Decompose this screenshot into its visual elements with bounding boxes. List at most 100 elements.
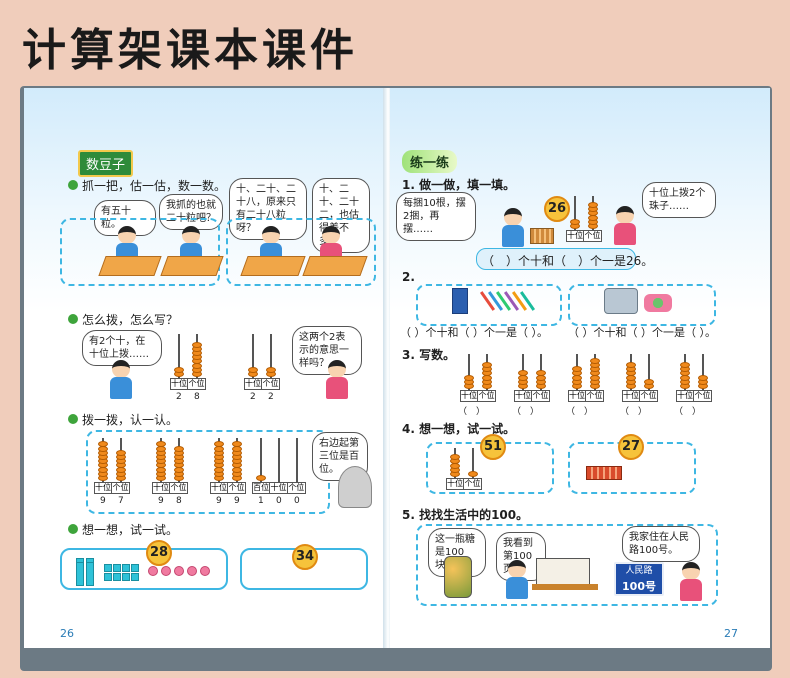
counter-dot xyxy=(148,566,158,576)
answer-line: （ ）个十和（ ）个一是（ ）。 xyxy=(568,326,716,339)
place-value-label: 十位 xyxy=(677,391,694,401)
question-4: 想一想，试一试。 xyxy=(82,523,179,537)
table xyxy=(532,584,598,590)
abacus-bead xyxy=(468,471,478,477)
abacus-bead xyxy=(214,441,224,448)
abacus-bead xyxy=(116,449,126,456)
abacus-digit: 8 xyxy=(176,496,182,506)
abacus-bead xyxy=(518,370,528,377)
answer-blank: （ ） xyxy=(512,407,540,417)
abacus-bead xyxy=(536,370,546,377)
abacus-digit: 9 xyxy=(216,496,222,506)
counter-dot xyxy=(161,566,171,576)
counter-dot xyxy=(174,566,184,576)
abacus-base: 十位个位 xyxy=(210,482,246,494)
abacus-base: 十位个位 xyxy=(514,390,550,402)
place-value-label: 十位 xyxy=(623,391,640,401)
answer-blank: （ ） xyxy=(620,407,648,417)
place-value-label: 十位 xyxy=(515,391,532,401)
candies xyxy=(644,294,672,312)
section-tag: 数豆子 xyxy=(78,150,134,177)
street-sign-name: 人民路 xyxy=(625,566,653,576)
bullet-icon xyxy=(68,414,78,424)
desk xyxy=(98,256,162,276)
unit-block xyxy=(122,564,130,572)
book-spine xyxy=(383,88,393,648)
scene-frame xyxy=(60,218,220,286)
exercise-2: 2. xyxy=(402,270,415,284)
abacus-bead xyxy=(232,441,242,448)
unit-block xyxy=(113,564,121,572)
speech-bubble: 这两个2表示的意思一样吗？ xyxy=(292,326,362,375)
abacus-base: 十位个位 xyxy=(152,482,188,494)
picture-frame xyxy=(416,284,562,326)
speech-bubble: 每捆10根，摆2捆，再摆…… xyxy=(396,192,476,241)
abacus-digit: 7 xyxy=(118,496,124,506)
counter-dot xyxy=(187,566,197,576)
abacus-digit: 2 xyxy=(176,392,182,402)
place-value-label: 个位 xyxy=(262,379,279,388)
abacus-digit: 2 xyxy=(250,392,256,402)
abacus-base: 百位十位个位 xyxy=(252,482,306,494)
abacus-bead xyxy=(626,362,636,368)
place-value-label: 个位 xyxy=(532,391,549,400)
abacus-bead xyxy=(698,374,708,381)
stick-bundles xyxy=(586,466,622,480)
abacus-base: 十位个位 xyxy=(244,378,280,390)
place-value-label: 百位 xyxy=(253,483,271,493)
boy-figure xyxy=(500,208,526,248)
abacus-base: 十位个位 xyxy=(94,482,130,494)
number-badge: 27 xyxy=(618,434,644,460)
abacus-digit: 2 xyxy=(268,392,274,402)
bullet-icon xyxy=(68,524,78,534)
place-value-label: 十位 xyxy=(270,483,288,493)
abacus-digit: 9 xyxy=(158,496,164,506)
unit-block xyxy=(104,564,112,572)
number-badge: 34 xyxy=(292,544,318,570)
abacus-bead xyxy=(266,366,276,373)
section-tag: 练一练 xyxy=(402,150,458,173)
abacus-bead xyxy=(174,445,184,452)
street-sign: 人民路 100号 xyxy=(614,562,664,596)
candy-jar xyxy=(444,556,472,598)
abacus-rod xyxy=(260,438,262,482)
answer-blank: （ ） xyxy=(458,407,486,417)
desk xyxy=(302,256,368,276)
abacus-rod xyxy=(178,334,180,378)
stick-bundles xyxy=(530,228,554,244)
picture-frame xyxy=(416,524,718,606)
abacus-bead xyxy=(248,366,258,373)
place-value-label: 十位 xyxy=(461,391,478,401)
banner-title: 计算架课本课件 xyxy=(22,25,358,76)
bullet-icon xyxy=(68,180,78,190)
right-page: 练一练 1. 做一做，填一填。 每捆10根，摆2捆，再摆…… 十位上拨2个珠子…… xyxy=(390,88,770,648)
abacus-digit: 9 xyxy=(234,496,240,506)
abacus-rod xyxy=(648,354,650,390)
place-value-label: 个位 xyxy=(288,483,305,492)
place-value-label: 十位 xyxy=(211,483,228,493)
abacus-bead xyxy=(450,454,460,461)
abacus-base: 十位个位 xyxy=(446,478,482,490)
unit-block xyxy=(122,573,130,581)
abacus-bead xyxy=(680,362,690,368)
place-value-label: 十位 xyxy=(245,379,262,389)
number-badge: 28 xyxy=(146,540,172,566)
speech-bubble: 十位上拨2个珠子…… xyxy=(642,182,716,218)
abacus-bead xyxy=(192,341,202,348)
answer-line: （ ）个十和（ ）个一是（ ）。 xyxy=(400,326,548,339)
page-number: 26 xyxy=(60,627,74,640)
abacus-bead xyxy=(482,362,492,368)
place-value-label: 十位 xyxy=(95,483,112,493)
place-value-label: 个位 xyxy=(640,391,657,400)
abacus-rod xyxy=(574,196,576,230)
abacus-bead xyxy=(570,218,580,225)
pencil-box xyxy=(452,288,468,314)
boy-figure xyxy=(504,560,530,600)
abacus-rod xyxy=(270,334,272,378)
place-value-label: 个位 xyxy=(586,391,603,400)
boy-figure xyxy=(108,360,134,400)
unit-block xyxy=(104,573,112,581)
exercise-4: 4. 想一想，试一试。 xyxy=(402,422,516,436)
unit-block xyxy=(131,573,139,581)
exercise-1: 1. 做一做，填一填。 xyxy=(402,178,516,192)
